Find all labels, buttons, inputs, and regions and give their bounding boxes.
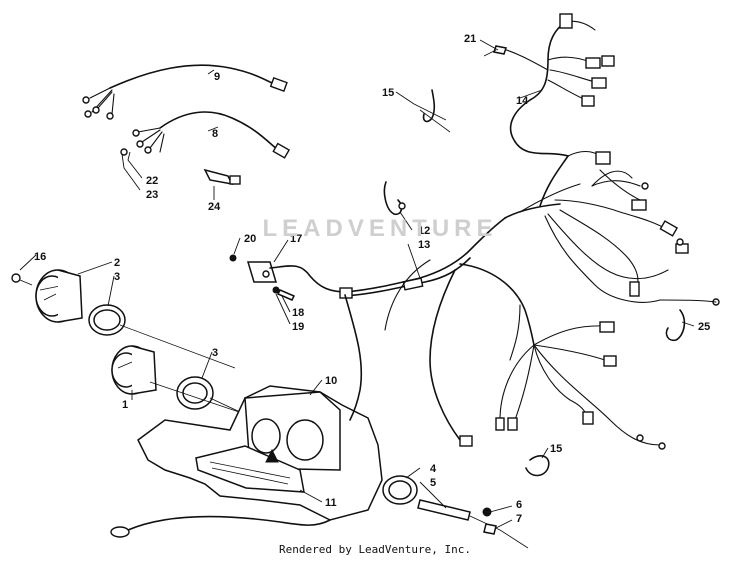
harness-9 (82, 64, 288, 120)
part-21 (483, 45, 507, 57)
part-20-nut (229, 254, 237, 262)
callout-21: 21 (464, 33, 476, 45)
harness-14 (499, 13, 649, 211)
callout-15b: 15 (550, 443, 562, 455)
callout-13: 13 (418, 239, 430, 251)
callout-labels: 9 8 22 23 24 16 2 3 3 1 10 11 4 5 6 7 15… (34, 33, 710, 525)
dash-console (137, 385, 383, 521)
watermark-text: LEADVENTURE (262, 215, 498, 242)
callout-14: 14 (516, 95, 529, 107)
clamp-15b (525, 455, 550, 477)
callout-1: 1 (122, 399, 128, 411)
bracket-17 (246, 261, 349, 293)
part-18-screw (272, 286, 296, 301)
part-24-connector (203, 168, 241, 186)
callout-5: 5 (430, 477, 436, 489)
callout-20: 20 (244, 233, 256, 245)
callout-2: 2 (114, 257, 120, 269)
harness-8 (120, 111, 291, 159)
part-16-bulb (11, 273, 33, 286)
callout-17: 17 (290, 233, 302, 245)
callout-7: 7 (516, 513, 522, 525)
ring-4 (382, 475, 418, 505)
callout-12: 12 (418, 225, 430, 237)
sender-5 (417, 499, 529, 549)
callout-25: 25 (698, 321, 710, 333)
gauge-2 (35, 269, 83, 323)
callout-15a: 15 (382, 87, 394, 99)
part-7 (483, 523, 497, 535)
bezel-3a (88, 304, 126, 336)
callout-6: 6 (516, 499, 522, 511)
part-6 (482, 507, 492, 517)
callout-23: 23 (146, 189, 158, 201)
callout-22: 22 (146, 175, 158, 187)
callout-3a: 3 (114, 271, 120, 283)
clip-12 (383, 181, 406, 216)
ground-cable (110, 515, 331, 538)
footer-credit: Rendered by LeadVenture, Inc. (278, 543, 472, 556)
callout-4: 4 (430, 463, 437, 475)
callout-16: 16 (34, 251, 46, 263)
callout-18: 18 (292, 307, 304, 319)
leader-lines (19, 39, 695, 529)
gauge-1 (111, 345, 157, 395)
callout-11: 11 (325, 497, 337, 509)
clip-15a (419, 89, 451, 133)
clip-25 (665, 309, 686, 342)
main-harness-13 (339, 155, 720, 450)
callout-8: 8 (212, 128, 218, 140)
callout-24: 24 (208, 201, 221, 213)
callout-3b: 3 (212, 347, 218, 359)
callout-9: 9 (214, 71, 220, 83)
callout-19: 19 (292, 321, 304, 333)
callout-10: 10 (325, 375, 337, 387)
